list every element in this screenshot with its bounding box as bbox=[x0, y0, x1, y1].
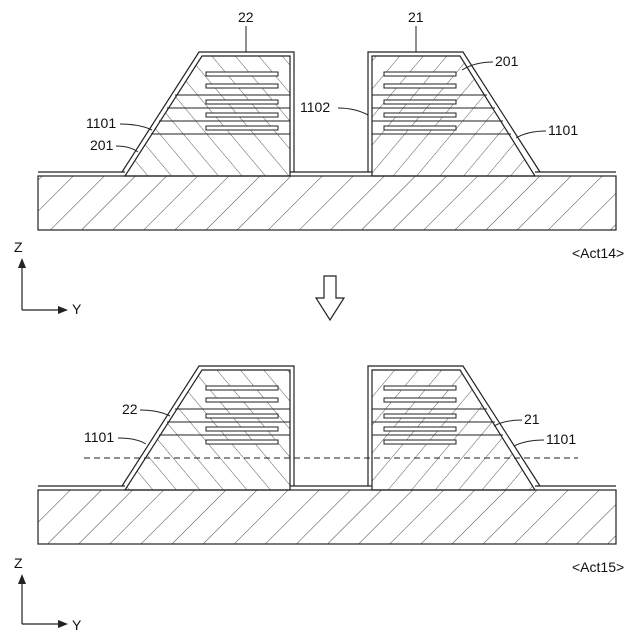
axis-y-2: Y bbox=[72, 617, 82, 633]
axis-z-2: Z bbox=[14, 555, 23, 571]
label-201-left: 201 bbox=[90, 137, 114, 153]
label-22: 22 bbox=[238, 9, 254, 25]
substrate bbox=[38, 176, 616, 230]
right-stack-21 bbox=[368, 52, 540, 176]
down-arrow-icon bbox=[316, 276, 344, 320]
label-201-right: 201 bbox=[495, 53, 519, 69]
label-1101-right: 1101 bbox=[548, 122, 578, 138]
panel-act14: 22 21 201 1101 201 1102 1101 <Act14> bbox=[38, 9, 624, 261]
left-stack-22-b bbox=[122, 366, 294, 490]
label-21-b: 21 bbox=[524, 411, 540, 427]
panel-act15: 22 1101 21 1101 <Act15> bbox=[38, 366, 624, 575]
label-1101-left-b: 1101 bbox=[84, 429, 114, 445]
label-21: 21 bbox=[408, 9, 424, 25]
label-1101-left: 1101 bbox=[86, 115, 116, 131]
label-22-b: 22 bbox=[122, 401, 138, 417]
axis-z-1: Z bbox=[14, 239, 23, 255]
right-stack-21-b bbox=[368, 366, 540, 490]
left-stack-22 bbox=[122, 52, 294, 176]
axis-y-1: Y bbox=[72, 301, 82, 317]
axes-2: Z Y bbox=[14, 555, 82, 633]
act14-label: <Act14> bbox=[572, 245, 624, 261]
label-1102: 1102 bbox=[300, 99, 330, 115]
act15-label: <Act15> bbox=[572, 559, 624, 575]
axes-1: Z Y bbox=[14, 239, 82, 317]
label-1101-right-b: 1101 bbox=[546, 431, 576, 447]
substrate-2 bbox=[38, 490, 616, 544]
